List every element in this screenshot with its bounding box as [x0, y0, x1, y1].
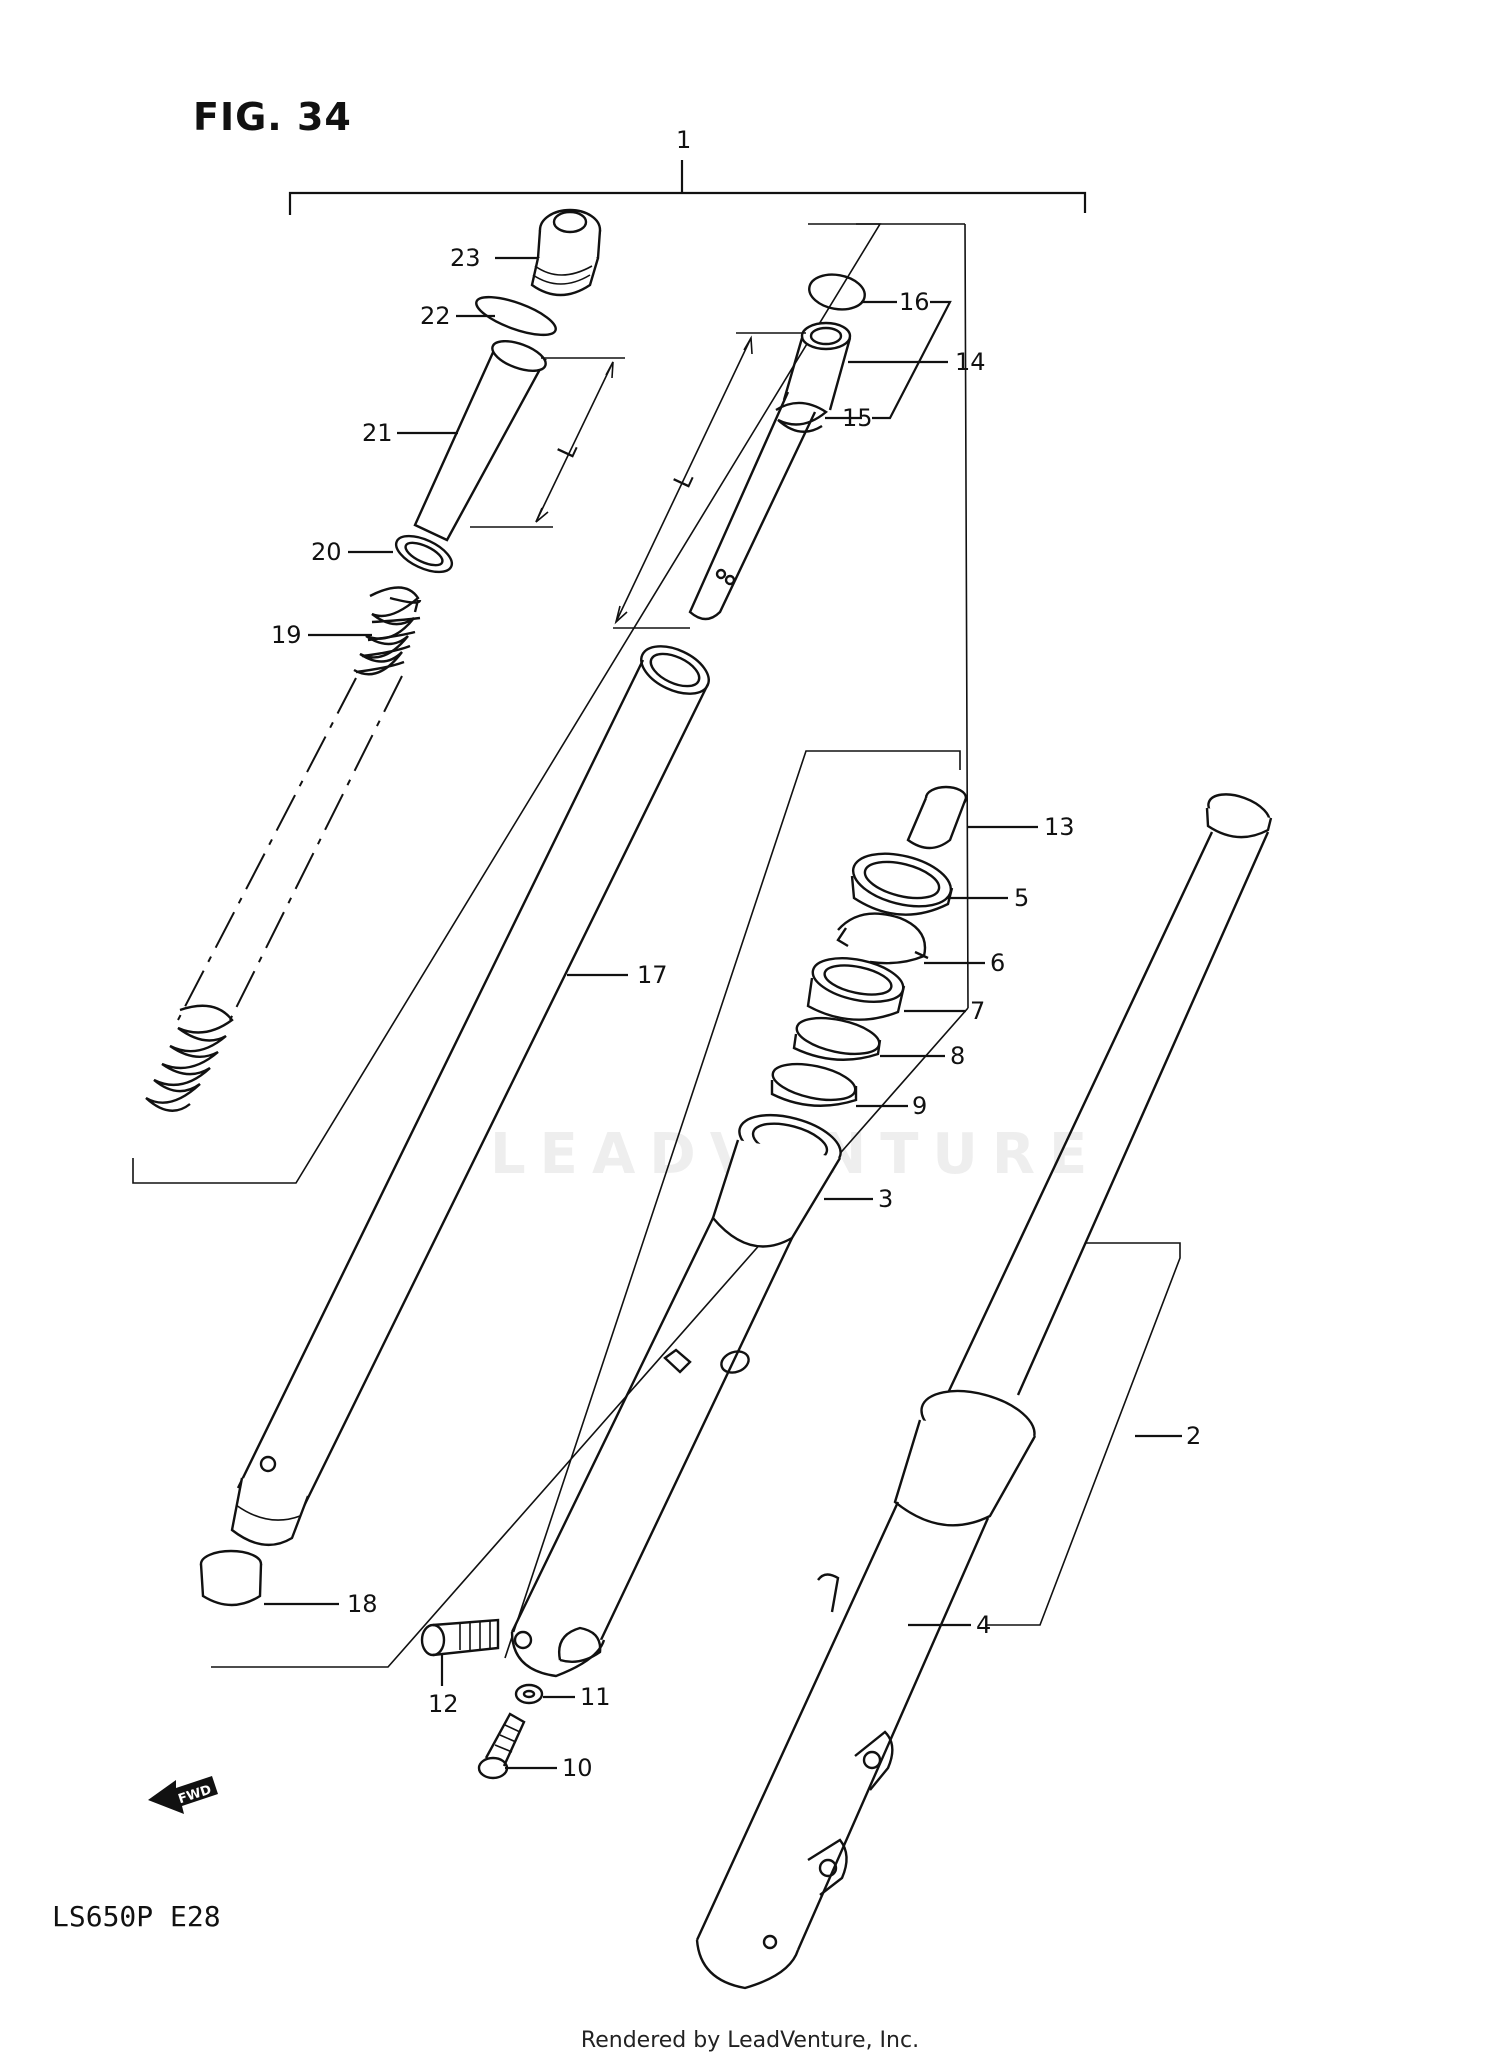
spacer-21: [413, 340, 547, 542]
fork-cap-bolt-23: [530, 208, 602, 297]
fork-spring-19: [145, 586, 422, 1112]
callout-11: 11: [580, 1683, 611, 1711]
model-code: LS650P E28: [52, 1900, 221, 1933]
gasket-11: [514, 1683, 544, 1705]
stopper-ring-6: [836, 912, 929, 965]
dust-seal-5: [850, 852, 954, 916]
damper-rod-14: [688, 321, 852, 621]
callout-22: 22: [420, 302, 451, 330]
outer-tube-3: [510, 1113, 842, 1678]
callout-19: 19: [271, 621, 302, 649]
callout-20: 20: [311, 538, 342, 566]
footer-credit: Rendered by LeadVenture, Inc.: [580, 2028, 920, 2053]
group-outline-inner: [504, 750, 961, 1659]
callout-3: 3: [878, 1185, 893, 1213]
ring-16: [808, 273, 866, 311]
oil-lock-piece-13: [906, 785, 968, 850]
figure-title: FIG. 34: [193, 95, 352, 139]
leader-lines: [264, 256, 1182, 1770]
callout-6: 6: [990, 949, 1005, 977]
callout-2: 2: [1186, 1422, 1201, 1450]
guide-bushing-9: [770, 1062, 858, 1107]
dimension-label-rod: L: [668, 468, 699, 493]
callout-8: 8: [950, 1042, 965, 1070]
fork-tube-2: [946, 793, 1273, 1396]
callout-9: 9: [912, 1092, 927, 1120]
o-ring-22: [475, 295, 557, 337]
spring-seat-20: [394, 534, 454, 574]
group-outline-outer: [985, 1242, 1181, 1626]
callout-1: 1: [676, 126, 691, 154]
callouts: 1 23 22 21 20 19 16 14 15 17 18 13 5 6 7…: [271, 126, 1201, 1782]
group-outline-middle: [211, 223, 969, 1668]
dimension-L-rod: L: [613, 332, 806, 629]
slide-bushing-18: [199, 1549, 263, 1607]
callout-23: 23: [450, 244, 481, 272]
callout-12: 12: [428, 1690, 459, 1718]
seal-retainer-8: [792, 1016, 882, 1061]
fwd-arrow: FWD: [148, 1776, 218, 1814]
callout-13: 13: [1044, 813, 1075, 841]
callout-16: 16: [899, 288, 930, 316]
callout-14: 14: [955, 348, 986, 376]
outer-tube-4: [695, 1389, 1037, 1990]
callout-17: 17: [637, 961, 668, 989]
piston-ring-15: [775, 401, 829, 433]
oil-seal-7: [806, 957, 906, 1021]
callout-5: 5: [1014, 884, 1029, 912]
dimension-label-spacer: L: [552, 438, 583, 463]
inner-tube-17: [230, 645, 710, 1547]
callout-18: 18: [347, 1590, 378, 1618]
callout-4: 4: [976, 1611, 991, 1639]
callout-10: 10: [562, 1754, 593, 1782]
callout-7: 7: [970, 997, 985, 1025]
bracket-assembly-1: [288, 160, 1087, 215]
bolt-12: [420, 1618, 500, 1657]
callout-15: 15: [842, 404, 873, 432]
callout-21: 21: [362, 419, 393, 447]
